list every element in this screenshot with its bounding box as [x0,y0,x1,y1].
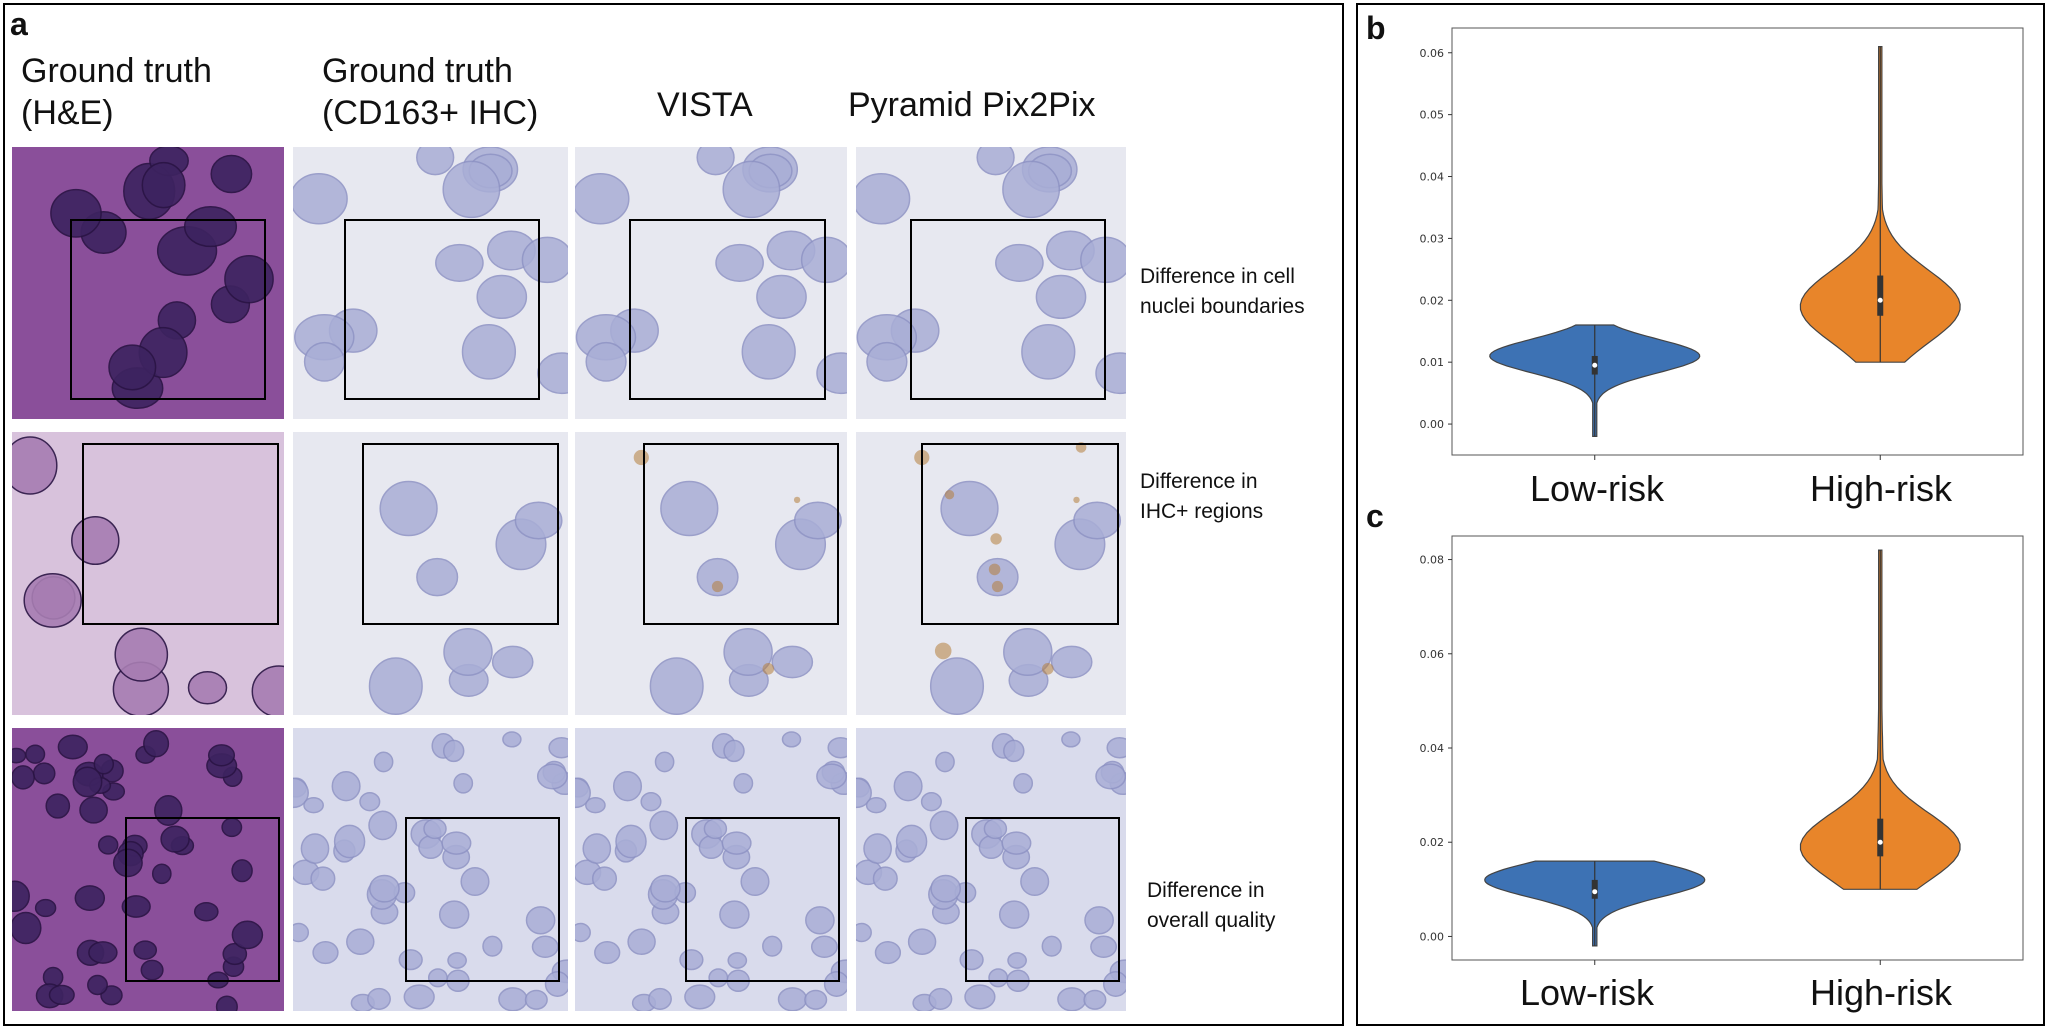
roi-box [82,443,279,625]
tissue-image-pix2pix-row3 [856,728,1126,1011]
median-point [1592,362,1598,368]
row-note-ihc-regions: Difference in IHC+ regions [1140,467,1263,527]
column-header-line: (H&E) [21,94,114,132]
y-tick-label: 0.05 [1420,109,1445,122]
y-tick-label: 0.03 [1420,232,1445,245]
tissue-image-pix2pix-row1 [856,147,1126,419]
roi-box [685,817,840,982]
iqr-box [1877,818,1884,857]
roi-box [405,817,560,982]
column-header-line: VISTA [657,86,753,124]
column-header-ihc: Ground truth (CD163+ IHC) [322,50,538,134]
roi-box [125,817,280,982]
plot-area [1451,27,2024,456]
y-tick-label: 0.01 [1420,356,1445,369]
tissue-image-ihc-row1 [293,147,568,419]
column-header-line: (CD163+ IHC) [322,94,539,132]
tissue-image-pix2pix-row2 [856,432,1126,715]
tissue-image-vista-row2 [575,432,847,715]
median-point [1877,297,1883,303]
panel-b-letter: b [1366,10,1386,46]
roi-box [965,817,1120,982]
tissue-image-ihc-row2 [293,432,568,715]
row-note-line: Difference in [1147,879,1265,902]
row-note-line: Difference in [1140,470,1258,493]
roi-box [629,219,826,400]
row-note-line: overall quality [1147,909,1276,932]
column-header-line: Ground truth [322,52,513,90]
roi-box [362,443,559,625]
roi-box [910,219,1106,400]
median-point [1592,889,1598,895]
y-tick-label: 0.06 [1420,47,1445,60]
y-tick-label: 0.04 [1420,171,1445,184]
y-tick-label: 0.04 [1420,742,1445,755]
y-tick-label: 0.02 [1420,294,1445,307]
row-note-line: Difference in cell [1140,265,1295,288]
row-note-line: IHC+ regions [1140,500,1264,523]
column-header-pix2pix: Pyramid Pix2Pix [848,84,1096,126]
row-note-overall-quality: Difference in overall quality [1147,876,1275,936]
column-header-line: Ground truth [21,52,212,90]
column-header-vista: VISTA [657,84,753,126]
iqr-box [1877,275,1884,316]
x-category-high-risk-c: High-risk [1810,972,1953,1013]
tissue-image-he-row1 [12,147,284,419]
roi-box [70,219,266,400]
roi-box [643,443,839,625]
median-point [1877,839,1883,845]
tissue-image-he-row3 [12,728,284,1011]
tissue-image-he-row2 [12,432,284,715]
tissue-image-ihc-row3 [293,728,568,1011]
tissue-image-vista-row1 [575,147,847,419]
roi-box [344,219,540,400]
y-tick-label: 0.00 [1420,418,1445,431]
panel-a-letter: a [10,6,28,42]
violin-chart-b: 0.00 0.01 0.02 0.03 0.04 0.05 0.06 [1420,27,2024,460]
y-tick-label: 0.00 [1420,930,1445,943]
row-note-line: nuclei boundaries [1140,295,1305,318]
panel-c-letter: c [1366,498,1384,534]
row-note-nuclei-boundaries: Difference in cell nuclei boundaries [1140,262,1305,322]
x-category-low-risk-b: Low-risk [1530,468,1665,509]
column-header-he: Ground truth (H&E) [21,50,212,134]
y-tick-label: 0.06 [1420,648,1445,661]
x-category-high-risk-b: High-risk [1810,468,1953,509]
y-tick-label: 0.08 [1420,554,1445,567]
roi-box [921,443,1119,625]
column-header-line: Pyramid Pix2Pix [848,86,1096,124]
violin-chart-c: 0.00 0.02 0.04 0.06 0.08 [1420,535,2024,965]
x-category-low-risk-c: Low-risk [1520,972,1655,1013]
y-tick-label: 0.02 [1420,836,1445,849]
